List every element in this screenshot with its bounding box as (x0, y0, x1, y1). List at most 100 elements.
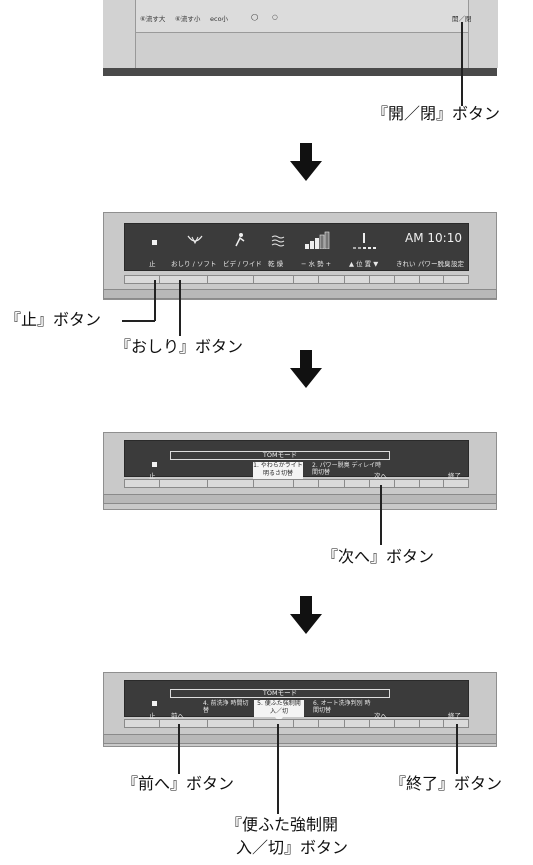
next-leader (380, 485, 382, 545)
stop-indicator (152, 462, 157, 467)
option-5-label: 5. 便ふた強制開 入／切 (257, 700, 301, 715)
option-4-label: 4. 前洗浄 時間切替 (203, 700, 249, 714)
blank-button-3[interactable] (253, 480, 294, 487)
blank-button-4[interactable] (293, 480, 319, 487)
position-icon (353, 233, 376, 249)
settings-label: 設定 (451, 260, 464, 268)
option-2-label: 2. パワー脱臭 ディレイ時間切替 (312, 462, 382, 476)
prev-leader (178, 724, 180, 774)
blank-button-6[interactable] (344, 480, 370, 487)
pressure-plus-button[interactable] (318, 276, 345, 283)
stop-indicator (152, 240, 157, 245)
option-6-label: 6. オート洗浄判別 時間切替 (313, 700, 371, 714)
blank-button-2[interactable] (293, 720, 319, 727)
option-1-label: 1. やわらかライト 明るさ切替 (253, 462, 303, 477)
stop-callout: 『止』ボタン (5, 310, 102, 329)
flush-large-label: ⑥流す大 (140, 15, 166, 23)
lid-callout-line-2: 入／切』ボタン (236, 838, 349, 857)
stop-button[interactable] (125, 480, 160, 487)
next-button[interactable] (369, 720, 395, 727)
clean-label: きれい (396, 260, 416, 268)
blank-button-8[interactable] (419, 480, 444, 487)
stop-button[interactable] (125, 276, 160, 283)
tom-mode-title: TOMモード (170, 689, 390, 698)
clock-display: AM 10:10 (405, 231, 462, 245)
prev-button[interactable] (159, 720, 208, 727)
oshiri-leader (179, 280, 181, 336)
blank-button-1[interactable] (207, 720, 254, 727)
down-arrow-icon (290, 350, 322, 388)
panel-1-icon-a: ◯ (251, 13, 259, 21)
open-close-callout: 『開／閉』ボタン (372, 104, 501, 123)
position-up-button[interactable] (344, 276, 370, 283)
tom-mode-title: TOMモード (170, 451, 390, 460)
stop-label: 止 (149, 260, 156, 268)
stop-leader (154, 280, 156, 321)
panel-4-button-row (124, 719, 469, 728)
lid-callout-line-1: 『便ふた強制開 (226, 815, 339, 834)
position-label: ▲ 位 置 ▼ (349, 260, 379, 268)
oshiri-label: おしり / ソフト (171, 260, 217, 268)
prev-label: 前へ (171, 712, 184, 720)
end-label: 終了 (448, 712, 461, 720)
option-5-highlight: 5. 便ふた強制開 入／切 (254, 700, 304, 722)
blank-button-6[interactable] (419, 720, 444, 727)
flush-small-label: ⑥流す小 (175, 15, 201, 23)
end-button[interactable] (443, 480, 469, 487)
blank-button-1[interactable] (159, 480, 208, 487)
dry-button[interactable] (253, 276, 294, 283)
end-callout: 『終了』ボタン (390, 774, 503, 793)
oshiri-icon (187, 235, 203, 245)
lid-leader (277, 724, 279, 814)
panel-1-right-cap (468, 0, 498, 68)
panel-1-left-cap (103, 0, 136, 68)
panel-2-screen (124, 223, 469, 271)
blank-button-4[interactable] (344, 720, 370, 727)
lid-force-open-button[interactable] (253, 720, 294, 727)
blank-button-5[interactable] (394, 720, 420, 727)
next-callout: 『次へ』ボタン (322, 547, 435, 566)
end-label: 終了 (448, 472, 461, 480)
water-pressure-icon (305, 231, 330, 249)
down-arrow-icon (290, 596, 322, 634)
stop-label: 止 (149, 712, 156, 720)
oshiri-button[interactable] (159, 276, 208, 283)
option-1-highlight: 1. やわらかライト 明るさ切替 (253, 462, 303, 484)
dry-label: 乾 燥 (268, 260, 284, 268)
panel-3-button-row (124, 479, 469, 488)
blank-button-3[interactable] (318, 720, 345, 727)
panel-2-button-row (124, 275, 469, 284)
panel-1-top-strip (112, 0, 487, 33)
water-pressure-label: − 水 勢 + (301, 260, 332, 268)
pressure-minus-button[interactable] (293, 276, 319, 283)
power-deodorize-label: パワー脱臭 (418, 260, 451, 268)
stop-label: 止 (149, 472, 156, 480)
end-leader (456, 724, 458, 774)
panel-4-base (103, 734, 497, 744)
panel-1-base (103, 68, 497, 76)
panel-1-mid-strip (135, 33, 468, 69)
blank-button-2[interactable] (207, 480, 254, 487)
oshiri-callout: 『おしり』ボタン (115, 337, 244, 356)
prev-callout: 『前へ』ボタン (122, 774, 235, 793)
position-down-button[interactable] (369, 276, 395, 283)
bidet-label: ビデ / ワイド (223, 260, 262, 268)
next-label: 次へ (374, 712, 387, 720)
stop-indicator (152, 701, 157, 706)
blank-button-5[interactable] (318, 480, 345, 487)
bidet-button[interactable] (207, 276, 254, 283)
down-arrow-icon (290, 143, 322, 181)
next-button[interactable] (369, 480, 395, 487)
panel-3-base (103, 494, 497, 504)
panel-1-icon-b: ○ (272, 13, 278, 21)
stop-button[interactable] (125, 720, 160, 727)
panel-2-base (103, 289, 497, 299)
power-deodorize-button[interactable] (419, 276, 444, 283)
stop-leader-horizontal (122, 320, 155, 322)
eco-small-label: eco小 (210, 15, 229, 23)
clean-button[interactable] (394, 276, 420, 283)
bidet-icon (235, 233, 245, 247)
blank-button-7[interactable] (394, 480, 420, 487)
next-label: 次へ (374, 472, 387, 480)
open-close-leader (461, 22, 463, 106)
